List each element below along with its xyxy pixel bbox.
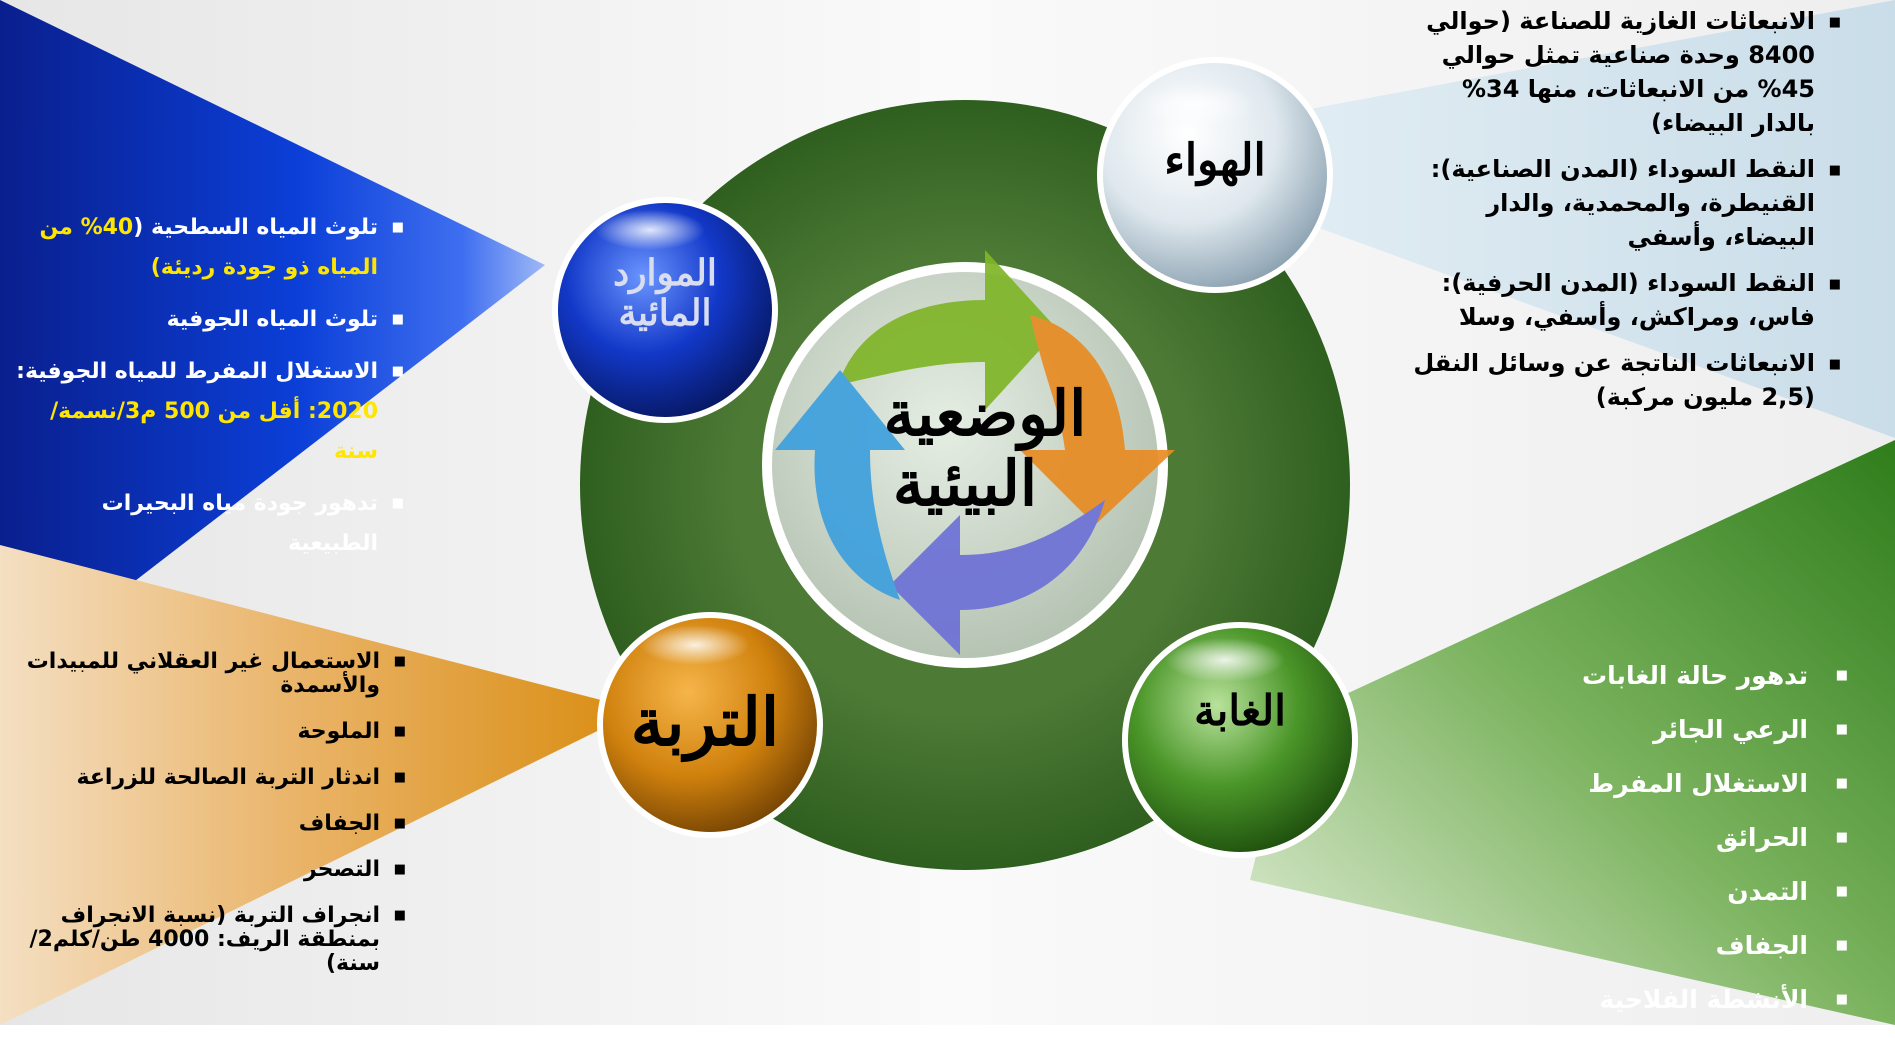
air-ball xyxy=(1097,57,1333,293)
soil-issues-list: الاستعمال غير العقلاني للمبيدات والأسمدة… xyxy=(0,650,410,976)
list-item: النقط السوداء (المدن الحرفية): فاس، ومرا… xyxy=(1395,266,1845,334)
water-issues-list: تلوث المياه السطحية (40% من المياه ذو جو… xyxy=(8,208,408,564)
item-text: انجراف التربة (نسبة الانجراف بمنطقة الري… xyxy=(29,903,380,976)
water-issues-panel: تلوث المياه السطحية (40% من المياه ذو جو… xyxy=(8,208,408,576)
soil-issues-panel: الاستعمال غير العقلاني للمبيدات والأسمدة… xyxy=(0,650,410,998)
item-text: تدهور جودة مياه البحيرات الطبيعية xyxy=(101,491,378,556)
list-item: اندثار التربة الصالحة للزراعة xyxy=(0,765,410,791)
list-item: التمدن xyxy=(1500,876,1860,908)
item-text: التمدن xyxy=(1727,877,1808,906)
item-text: الجفاف xyxy=(298,811,380,836)
item-text: اندثار التربة الصالحة للزراعة xyxy=(76,765,380,790)
center-title-line1: الوضعية xyxy=(884,377,1087,452)
list-item: الانبعاثات الناتجة عن وسائل النقل (2,5 م… xyxy=(1395,346,1845,414)
highlighted-text: 2020: أقل من 500 م3/نسمة/سنة xyxy=(50,399,378,464)
list-item: الانبعاثات الغازية للصناعة (حوالي 8400 و… xyxy=(1395,4,1845,140)
water-label-line2: المائية xyxy=(619,292,712,334)
item-text: الأنشطة الفلاحية xyxy=(1599,985,1808,1014)
item-text: النقط السوداء (المدن الصناعية): القنيطرة… xyxy=(1430,155,1815,251)
list-item: النقط السوداء (المدن الصناعية): القنيطرة… xyxy=(1395,152,1845,254)
item-text: تلوث المياه السطحية ( xyxy=(133,215,378,240)
list-item: انجراف التربة (نسبة الانجراف بمنطقة الري… xyxy=(0,904,410,976)
item-text: الجفاف xyxy=(1715,931,1808,960)
item-text: تلوث المياه الجوفية xyxy=(166,307,378,332)
water-ball xyxy=(552,197,778,423)
highlighted-text: 40% من المياه ذو جودة رديئة) xyxy=(39,215,379,280)
list-item: الاستغلال المفرط xyxy=(1500,768,1860,800)
list-item: الأنشطة الفلاحية xyxy=(1500,984,1860,1016)
list-item: الجفاف xyxy=(1500,930,1860,962)
item-text: الانبعاثات الناتجة عن وسائل النقل (2,5 م… xyxy=(1413,349,1815,411)
list-item: الرعي الجائر xyxy=(1500,714,1860,746)
list-item: الاستغلال المفرط للمياه الجوفية: 2020: أ… xyxy=(8,352,408,472)
item-text: الانبعاثات الغازية للصناعة (حوالي 8400 و… xyxy=(1426,7,1815,137)
air-issues-list: الانبعاثات الغازية للصناعة (حوالي 8400 و… xyxy=(1395,4,1845,414)
list-item: الملوحة xyxy=(0,719,410,745)
item-text: الاستغلال المفرط xyxy=(1588,769,1808,798)
list-item: تدهور جودة مياه البحيرات الطبيعية xyxy=(8,484,408,564)
forest-label: الغابة xyxy=(1194,686,1286,735)
cycle-arrows xyxy=(775,250,1175,655)
item-text: النقط السوداء (المدن الحرفية): فاس، ومرا… xyxy=(1441,269,1815,331)
item-text: تدهور حالة الغابات xyxy=(1582,661,1808,690)
forest-issues-panel: تدهور حالة الغابات الرعي الجائر الاستغلال … xyxy=(1500,660,1860,1038)
item-text: الحرائق xyxy=(1715,823,1808,852)
water-label-line1: الموارد xyxy=(613,252,717,295)
item-text: التصحر xyxy=(303,857,380,882)
center-title-line2: البيئية xyxy=(893,447,1037,520)
list-item: تلوث المياه السطحية (40% من المياه ذو جو… xyxy=(8,208,408,288)
list-item: التصحر xyxy=(0,857,410,883)
item-text: الاستعمال غير العقلاني للمبيدات والأسمدة xyxy=(26,649,380,698)
item-text: الملوحة xyxy=(297,719,380,744)
list-item: الجفاف xyxy=(0,811,410,837)
list-item: تلوث المياه الجوفية xyxy=(8,300,408,340)
item-text: الرعي الجائر xyxy=(1653,715,1808,744)
list-item: الاستعمال غير العقلاني للمبيدات والأسمدة xyxy=(0,650,410,698)
soil-label: التربة xyxy=(631,683,780,763)
soil-ball xyxy=(597,612,823,838)
list-item: الحرائق xyxy=(1500,822,1860,854)
forest-issues-list: تدهور حالة الغابات الرعي الجائر الاستغلال … xyxy=(1500,660,1860,1016)
forest-ball xyxy=(1122,622,1358,858)
air-label: الهواء xyxy=(1164,135,1266,187)
item-text: الاستغلال المفرط للمياه الجوفية: xyxy=(16,359,378,384)
list-item: تدهور حالة الغابات xyxy=(1500,660,1860,692)
air-issues-panel: الانبعاثات الغازية للصناعة (حوالي 8400 و… xyxy=(1395,4,1845,426)
